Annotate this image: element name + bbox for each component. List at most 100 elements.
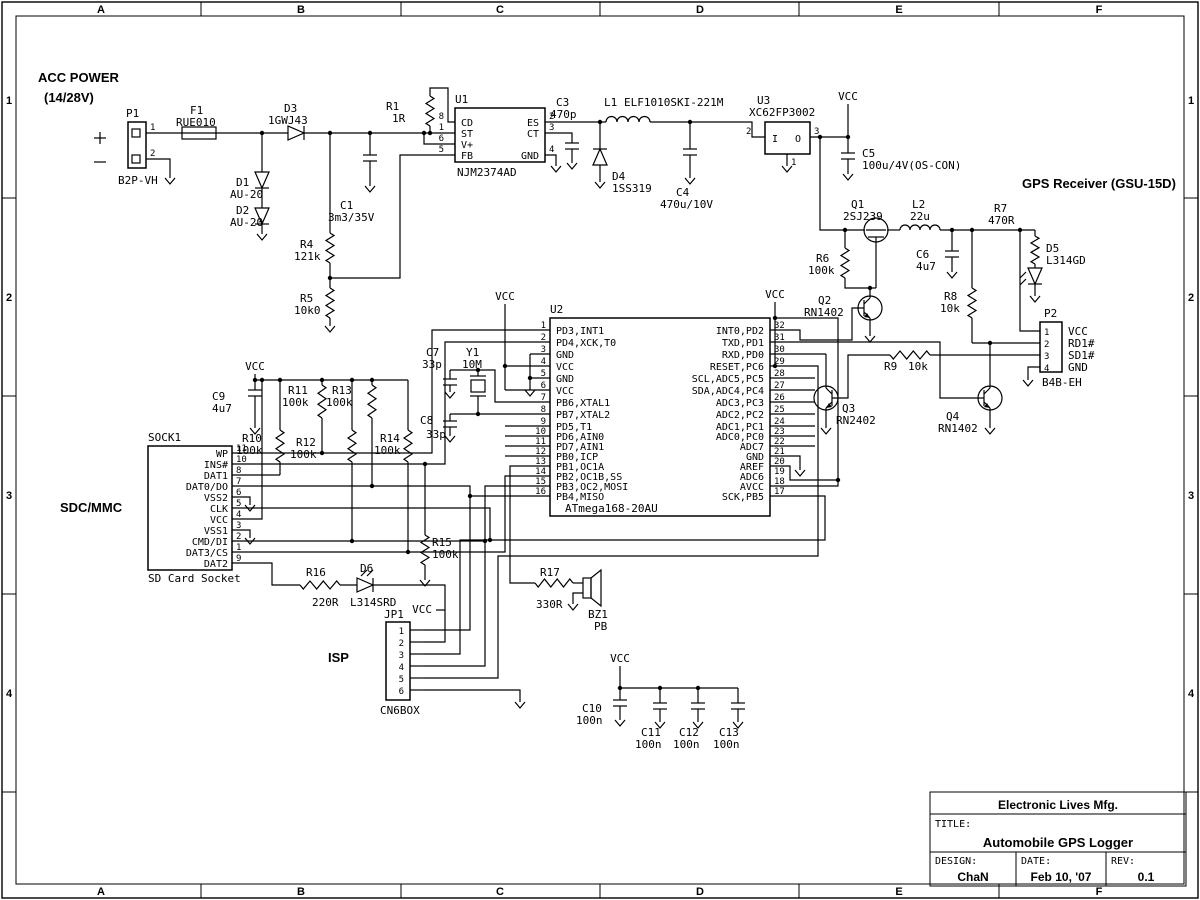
pin-number: 14 <box>535 467 546 477</box>
component-label: 33p <box>426 428 446 441</box>
pin-label: DAT2 <box>204 559 228 570</box>
grid-ref: 3 <box>6 490 12 502</box>
component-label: 470R <box>988 214 1015 227</box>
pin-number: 10 <box>236 455 247 465</box>
grid-ref: 2 <box>1188 292 1194 304</box>
resistor-symbol <box>316 384 328 419</box>
pin-label: ADC3,PC3 <box>716 398 764 409</box>
junction-dot <box>987 340 993 346</box>
junction-dot <box>405 549 411 555</box>
component-label: 10M <box>462 358 482 371</box>
component-label: C5 <box>862 147 875 160</box>
pin-label: SCK,PB5 <box>722 492 764 503</box>
pin-label: GND <box>521 151 539 162</box>
component-label: 100k <box>808 264 835 277</box>
wire <box>425 495 826 655</box>
pin-label: DAT0/DO <box>186 482 228 493</box>
component-label: 2SJ239 <box>843 210 883 223</box>
pin-number: 13 <box>535 457 546 467</box>
pin-label: VCC <box>556 386 574 397</box>
pin-number: 2 <box>549 112 554 122</box>
pin-label: DAT3/CS <box>186 548 228 559</box>
ic-u1 <box>454 107 546 163</box>
wire <box>844 278 876 289</box>
pin-number: 21 <box>774 447 785 457</box>
ground-symbol <box>164 177 176 185</box>
transistor-symbol <box>863 297 871 305</box>
resistor-symbol <box>324 287 336 319</box>
ic-ref: P2 <box>1044 307 1057 320</box>
component-label: R1 <box>386 100 399 113</box>
junction-dot <box>617 685 623 691</box>
pin-number: 7 <box>236 477 241 487</box>
junction-dot <box>369 483 375 489</box>
ic-part: SD Card Socket <box>148 572 241 585</box>
date-value: Feb 10, '07 <box>1031 870 1092 884</box>
ic-part: NJM2374AD <box>457 166 517 179</box>
led-arrow <box>366 569 374 577</box>
pin-label: PB4,MISO <box>556 492 604 503</box>
component-label: Y1 <box>466 346 479 359</box>
transistor-symbol <box>863 217 889 243</box>
pin-number: 26 <box>774 393 785 403</box>
component-label: C10 <box>582 702 602 715</box>
transistor-symbol <box>825 387 833 395</box>
pin-number: 9 <box>236 554 241 564</box>
pin-number: 2 <box>150 149 155 159</box>
pin-label: VSS2 <box>204 493 228 504</box>
wire <box>770 465 838 481</box>
junction-dot <box>277 377 283 383</box>
pin-label: PB3,OC2,MOSI <box>556 482 628 493</box>
connector-p2 <box>1039 321 1063 373</box>
pin-label: GND <box>556 374 574 385</box>
component-label: AU-20 <box>230 188 263 201</box>
wire <box>572 592 583 604</box>
component-label: Q3 <box>842 402 855 415</box>
ic-ref: U3 <box>757 94 770 107</box>
component-label: Q4 <box>946 410 960 423</box>
diode-symbol <box>254 171 270 190</box>
resistor-symbol <box>299 580 341 590</box>
grid-ref: C <box>496 4 504 16</box>
pin-number: 20 <box>774 457 785 467</box>
connector-p1 <box>127 121 147 169</box>
pin-number: 3 <box>541 345 546 355</box>
pin-label: VCC <box>556 362 574 373</box>
pin-number: 5 <box>236 499 241 509</box>
ground-symbol <box>654 721 666 729</box>
component-label: 100n <box>713 738 740 751</box>
pin-number: 15 <box>535 477 546 487</box>
component-label: L1 <box>604 96 617 109</box>
component-label: 4u7 <box>212 402 232 415</box>
section-header: SDC/MMC <box>60 500 123 515</box>
grid-ref: E <box>895 886 902 898</box>
grid-ref: 4 <box>6 688 13 700</box>
component-label: 470p <box>550 108 577 121</box>
wire <box>232 529 251 538</box>
grid-ref: B <box>297 886 305 898</box>
component-label: RUE010 <box>176 116 216 129</box>
pin-label: RESET,PC6 <box>710 362 764 373</box>
pin-number: 6 <box>399 687 404 697</box>
pin-label: PD3,INT1 <box>556 326 604 337</box>
component-label: R12 <box>296 436 316 449</box>
grid-ref: 3 <box>1188 490 1194 502</box>
pin-number: 24 <box>774 417 785 427</box>
wire <box>330 154 455 279</box>
pin-label: PD4,XCK,T0 <box>556 338 616 349</box>
component-label: Q1 <box>851 198 864 211</box>
pin-label: VSS1 <box>204 526 228 537</box>
pin-number: 22 <box>774 437 785 447</box>
ground-symbol <box>684 177 696 185</box>
sheet-title: Automobile GPS Logger <box>983 835 1133 850</box>
pin-number: 17 <box>774 487 785 497</box>
resistor-symbol <box>346 429 358 463</box>
junction-dot <box>949 227 955 233</box>
pin-number: 1 <box>1044 328 1049 338</box>
pin-number: 5 <box>439 145 444 155</box>
junction-dot <box>349 377 355 383</box>
component-label: 1R <box>392 112 406 125</box>
grid-ref: 2 <box>6 292 12 304</box>
